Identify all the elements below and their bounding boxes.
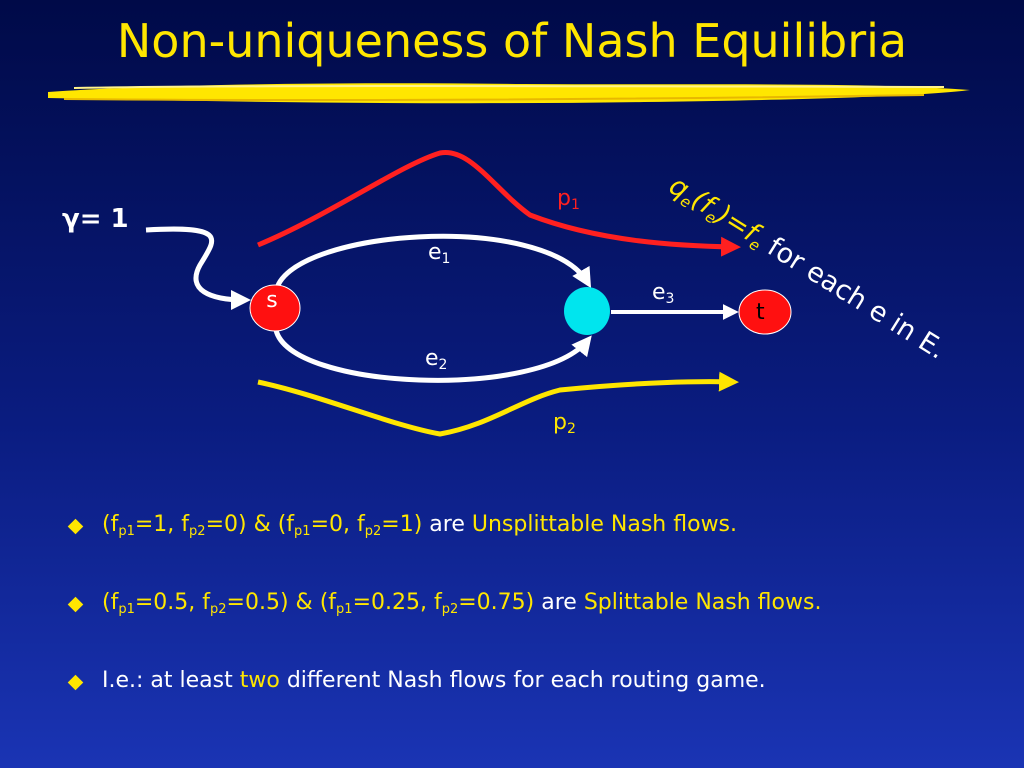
node-middle (564, 287, 610, 335)
path-p1-curve (257, 149, 741, 257)
edge-e3-label: e3 (652, 280, 675, 307)
bullet-unsplittable: (fp1=1, fp2=0) & (fp1=0, fp2=1) are Unsp… (67, 512, 1010, 590)
node-t-label: t (756, 300, 765, 325)
bullet-text: (fp1=0.5, fp2=0.5) & (fp1=0.25, fp2=0.75… (102, 590, 822, 617)
path-p2-curve (257, 371, 739, 437)
bullet-diamond-icon (67, 674, 84, 691)
path-p2-label: p2 (553, 410, 576, 437)
edge-e2 (273, 329, 592, 383)
bullet-diamond-icon (67, 596, 84, 613)
bullet-list: (fp1=1, fp2=0) & (fp1=0, fp2=1) are Unsp… (67, 512, 1010, 746)
node-s (249, 284, 301, 332)
gamma-label: γ= 1 (62, 204, 129, 234)
bullet-splittable: (fp1=0.5, fp2=0.5) & (fp1=0.25, fp2=0.75… (67, 590, 1010, 668)
path-p1-label: p1 (557, 186, 580, 213)
bullet-conclusion: I.e.: at least two different Nash flows … (67, 668, 1010, 746)
edge-e1-label: e1 (428, 240, 451, 267)
slide-title: Non-uniqueness of Nash Equilibria (116, 14, 908, 68)
bullet-text: (fp1=1, fp2=0) & (fp1=0, fp2=1) are Unsp… (102, 512, 738, 539)
gamma-arrow (145, 226, 251, 310)
node-s-label: s (266, 288, 278, 313)
bullet-text: I.e.: at least two different Nash flows … (102, 668, 766, 693)
bullet-diamond-icon (67, 518, 84, 535)
edge-e2-label: e2 (425, 346, 448, 373)
edge-e1 (273, 233, 592, 293)
title-underline-brushstroke (48, 83, 970, 104)
node-t (738, 289, 792, 335)
